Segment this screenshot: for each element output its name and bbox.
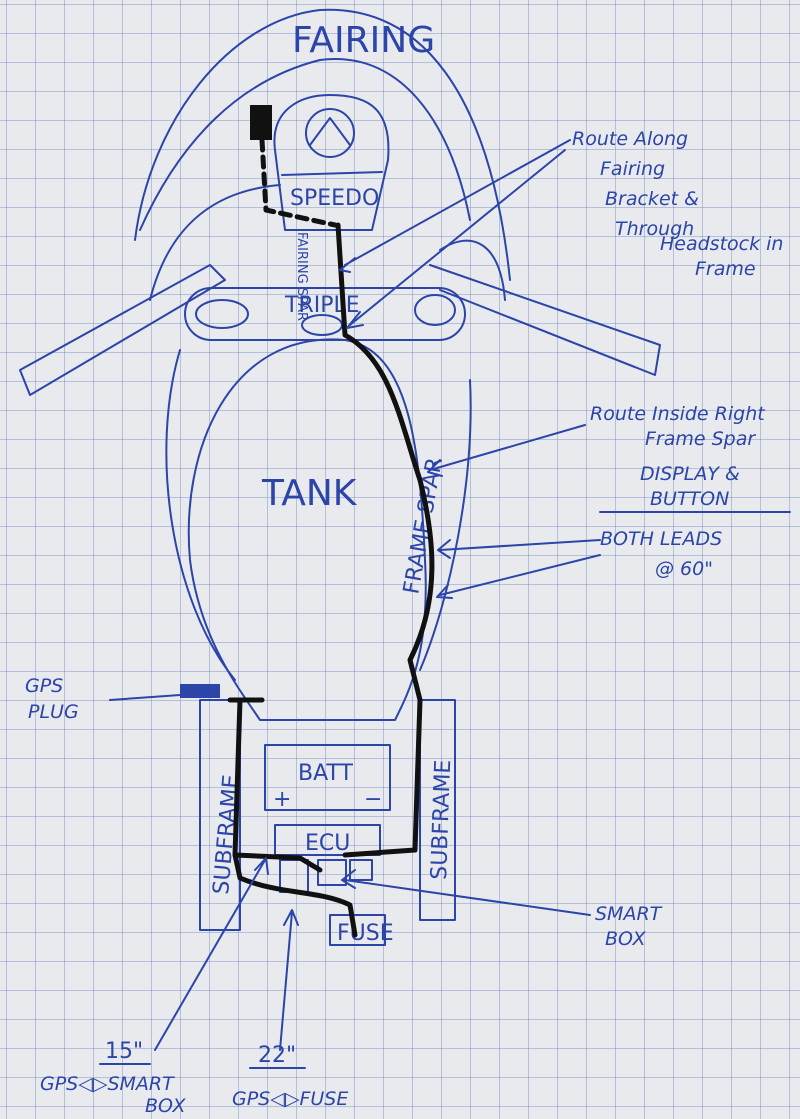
svg-text:GPS◁▷SMART: GPS◁▷SMART [40, 1073, 175, 1095]
batt-minus: − [364, 787, 382, 812]
gps-plug-label-1: GPS [25, 675, 63, 697]
ecu [274, 824, 381, 856]
svg-text:GPS◁▷FUSE: GPS◁▷FUSE [232, 1088, 348, 1110]
svg-text:Bracket &: Bracket & [605, 188, 699, 210]
batt-label: BATT [298, 761, 353, 786]
handlebars [19, 264, 661, 396]
gps-harness [227, 697, 358, 938]
smart-box-left [279, 859, 309, 893]
svg-text:BOX: BOX [605, 928, 646, 950]
svg-text:BOX: BOX [145, 1095, 186, 1117]
display-connector [250, 105, 272, 140]
dashed-display-lead [259, 137, 338, 228]
svg-text:Route Inside Right: Route Inside Right [590, 403, 766, 425]
gauge-icon [305, 108, 355, 158]
svg-text:Route Along: Route Along [572, 128, 688, 150]
fuse-label: FUSE [337, 921, 394, 946]
svg-text:Fairing: Fairing [600, 158, 665, 180]
battery [264, 744, 391, 811]
leader-arrows [109, 139, 601, 1051]
svg-text:DISPLAY &: DISPLAY & [640, 463, 740, 485]
batt-plus: + [273, 787, 291, 812]
note-display-leads: DISPLAY & BUTTON BOTH LEADS @ 60" [599, 463, 791, 580]
triple-label: TRIPLE [284, 293, 360, 318]
note-gps-smartbox: 15" GPS◁▷SMART BOX [40, 1039, 186, 1117]
svg-text:Frame Spar: Frame Spar [645, 428, 756, 450]
note-route-along: Route Along Fairing Bracket & Through He… [572, 128, 783, 280]
frame-spar-label: FRAME SPAR [399, 456, 448, 596]
svg-text:BUTTON: BUTTON [650, 488, 729, 510]
smart-box-right [349, 859, 373, 881]
subframe-right-label: SUBFRAME [427, 759, 456, 880]
svg-text:BOTH LEADS: BOTH LEADS [600, 528, 722, 550]
svg-text:15": 15" [105, 1039, 143, 1064]
note-gps-fuse: 22" GPS◁▷FUSE [232, 1043, 348, 1110]
svg-text:SMART: SMART [595, 903, 663, 925]
note-route-inside: Route Inside Right Frame Spar [590, 403, 766, 450]
fairing-label: FAIRING [292, 20, 435, 61]
gps-plug-label-2: PLUG [28, 701, 79, 723]
svg-text:Through: Through [615, 218, 694, 240]
subframe-left [199, 699, 241, 931]
fairing-spar-label: FAIRING SPAR [294, 232, 309, 321]
tank-label: TANK [261, 473, 358, 514]
svg-text:Frame: Frame [695, 258, 756, 280]
ecu-label: ECU [305, 831, 350, 856]
tank-outline [165, 338, 472, 721]
speedo [273, 94, 390, 231]
fuse-box [329, 914, 386, 946]
smart-box [317, 859, 347, 886]
main-harness [335, 222, 435, 858]
note-smart-box: SMART BOX [595, 903, 663, 950]
subframe-right [419, 699, 456, 921]
speedo-label: SPEEDO [290, 186, 379, 211]
gps-plug [180, 684, 220, 698]
svg-text:Headstock in: Headstock in [660, 233, 783, 255]
svg-text:22": 22" [258, 1043, 296, 1068]
svg-text:@ 60": @ 60" [655, 558, 713, 580]
